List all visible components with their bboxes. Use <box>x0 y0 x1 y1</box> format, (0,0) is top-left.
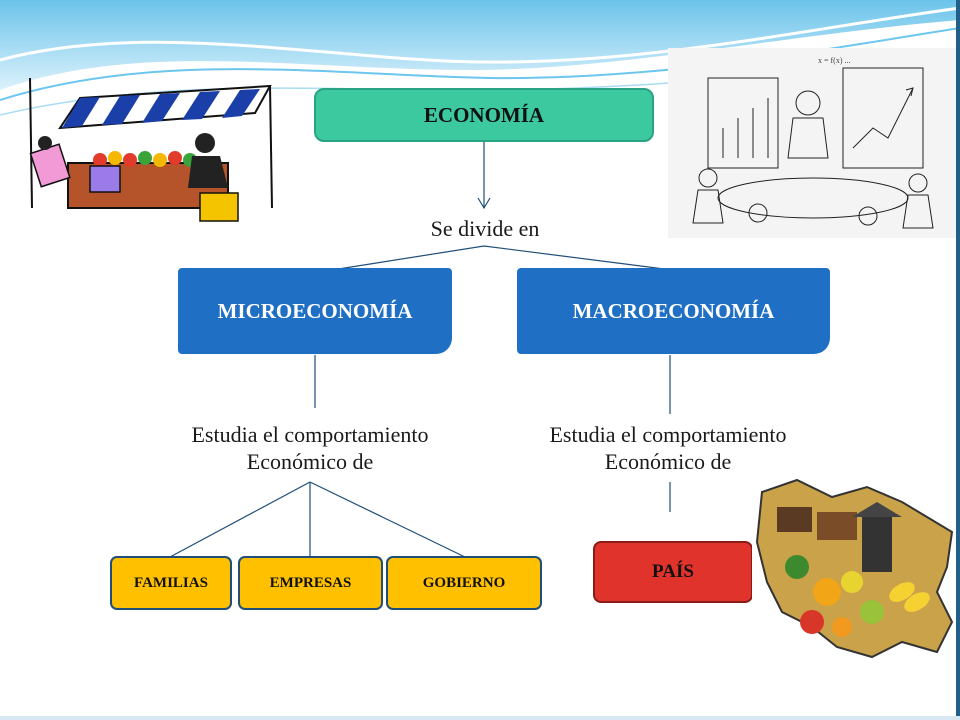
familias-connector <box>169 481 311 558</box>
microeconomia-node: MICROECONOMÍA <box>178 268 452 354</box>
empresas-node: EMPRESAS <box>238 556 383 610</box>
micro-study-line1: Estudia el comportamiento <box>191 422 429 447</box>
meeting-chart-drawing: x = f(x) ... <box>668 48 958 238</box>
economia-label: ECONOMÍA <box>423 102 545 127</box>
familias-node: FAMILIAS <box>110 556 232 610</box>
economia-node: ECONOMÍA <box>314 88 654 142</box>
micro-study-line2: Económico de <box>246 449 374 474</box>
gobierno-connector <box>309 481 466 558</box>
market-stall-drawing <box>29 77 273 222</box>
macro-study-label: Estudia el comportamiento Económico de <box>498 421 838 475</box>
bottom-border <box>0 716 960 720</box>
venezuela-map-illustration <box>752 472 960 668</box>
divides-label: Se divide en <box>430 216 540 241</box>
pais-node: PAÍS <box>593 541 753 603</box>
familias-label: FAMILIAS <box>134 574 208 591</box>
macroeconomia-label: MACROECONOMÍA <box>572 298 775 323</box>
macro-connector <box>483 245 673 271</box>
gobierno-node: GOBIERNO <box>386 556 542 610</box>
root-arrowhead <box>477 197 491 210</box>
macro-study-line2: Económico de <box>604 449 732 474</box>
micro-connector <box>331 245 485 271</box>
empresas-label: EMPRESAS <box>269 574 352 591</box>
microeconomia-label: MICROECONOMÍA <box>217 298 413 323</box>
macroeconomia-node: MACROECONOMÍA <box>517 268 830 354</box>
pais-label: PAÍS <box>652 561 694 582</box>
svg-text:x = f(x) ...: x = f(x) ... <box>818 56 851 65</box>
micro-study-label: Estudia el comportamiento Económico de <box>140 421 480 475</box>
gobierno-label: GOBIERNO <box>422 574 506 591</box>
venezuela-map-drawing <box>755 478 954 659</box>
meeting-chart-illustration: x = f(x) ... <box>668 48 958 238</box>
market-stall-illustration <box>20 68 282 228</box>
right-border <box>956 0 960 720</box>
macro-study-line1: Estudia el comportamiento <box>549 422 787 447</box>
